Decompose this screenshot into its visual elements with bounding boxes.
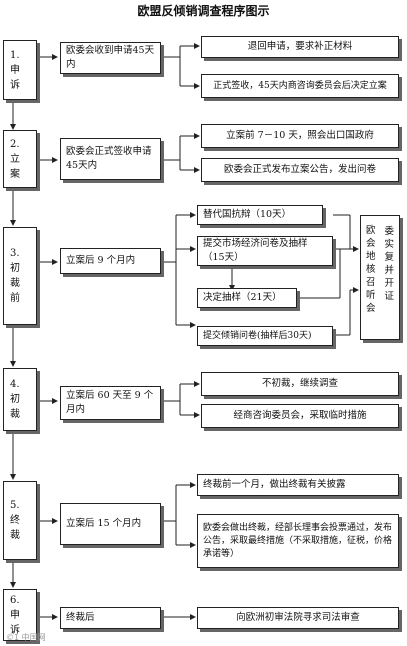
step-char: 案 [10,168,20,180]
outcome-final-disclosure: 终裁前一个月，做出终裁有关披露 [197,474,399,496]
outcome-text: 提交倾销问卷(抽样后30天) [203,331,312,341]
step-char: 初 [10,394,20,405]
step-2-filing: 2. 立 案 [3,130,37,188]
step-1-appeal: 1. 申 诉 [3,40,37,100]
step-char: 前 [10,293,20,304]
outcome-text: 退回申请，要求补正材料 [247,41,353,52]
side-char: 实 [384,239,394,250]
side-char: 会 [366,303,376,314]
side-char: 召 [366,277,376,288]
outcome-text: 立案前 7－10 天，照会出口国政府 [226,130,374,141]
watermark: ©1 中国网 [6,633,46,642]
side-box-column-2: 委 实 复 并 开 证 [384,224,394,331]
outcome-text: 终裁前一个月，做出终裁有关披露 [203,479,346,490]
step-char: 申 [10,64,20,76]
condition-text: 欧委会正式签收申请45天内 [66,146,152,171]
side-char: 核 [366,264,376,275]
step-number: 1. [10,49,20,61]
outcome-text: 提交市场经济问卷及抽样（15天） [203,238,308,263]
step-number: 3. [10,248,20,259]
step-char: 裁 [10,530,20,541]
step-char: 裁 [10,278,20,289]
side-char: 欧 [366,225,376,236]
condition-text: 立案后 9 个月内 [66,255,136,266]
condition-step-5: 立案后 15 个月内 [60,503,161,545]
condition-text: 立案后 15 个月内 [66,518,142,529]
outcome-publish-notice: 欧委会正式发布立案公告，发出问卷 [201,158,399,182]
side-box-onsite-verification-hearing: 欧 会 地 核 召 听 会 委 实 复 并 开 证 [360,215,400,340]
step-4-preliminary: 4. 初 裁 [3,368,37,431]
step-char: 立 [10,153,20,165]
outcome-surrogate-country: 替代国抗辩（10天） [197,205,323,225]
step-char: 诉 [10,79,20,91]
condition-text: 欧委会收到申请45天内 [66,45,155,70]
side-char: 地 [366,251,376,262]
outcome-text: 欧委会做出终裁，经部长理事会投票通过，发布公告，采取最终措施（不采取措施，征税，… [203,522,393,559]
outcome-market-economy-questionnaire: 提交市场经济问卷及抽样（15天） [197,236,333,266]
side-box-column-1: 欧 会 地 核 召 听 会 [366,224,376,331]
side-char: 会 [366,238,376,249]
outcome-text: 替代国抗辩（10天） [203,209,292,220]
outcome-decide-sampling: 决定抽样（21天） [197,288,297,308]
step-char: 裁 [10,409,20,420]
step-number: 6. [10,594,20,606]
side-char: 开 [384,278,394,289]
side-char: 委 [384,226,394,237]
outcome-text: 决定抽样（21天） [203,292,282,303]
condition-text: 终裁后 [66,612,95,623]
side-char: 听 [366,290,376,301]
condition-step-3: 立案后 9 个月内 [60,248,161,274]
step-char: 申 [10,609,20,621]
condition-step-1: 欧委会收到申请45天内 [60,42,161,74]
outcome-final-determination: 欧委会做出终裁，经部长理事会投票通过，发布公告，采取最终措施（不采取措施，征税，… [197,514,399,568]
outcome-formal-acceptance: 正式签收，45天内商咨询委员会后决定立案 [201,74,399,98]
outcome-text: 经商咨询委员会，采取临时措施 [233,410,367,421]
step-3-pre-preliminary: 3. 初 裁 前 [3,227,37,325]
step-char: 初 [10,263,20,274]
outcome-dumping-questionnaire: 提交倾销问卷(抽样后30天) [197,326,333,346]
outcome-text: 不初裁，继续调查 [261,378,338,389]
outcome-no-preliminary: 不初裁，继续调查 [201,372,399,396]
page-title: 欧盟反倾销调查程序图示 [137,4,270,18]
step-char: 诉 [10,624,20,636]
step-char: 终 [10,515,20,526]
condition-step-2: 欧委会正式签收申请45天内 [60,138,161,180]
outcome-judicial-review: 向欧洲初审法院寻求司法审查 [197,607,399,629]
step-number: 5. [10,500,20,511]
condition-step-4: 立案后 60 天至 9 个月内 [60,386,161,420]
outcome-text: 正式签收，45天内商咨询委员会后决定立案 [213,81,387,91]
outcome-notify-government: 立案前 7－10 天，照会出口国政府 [201,124,399,148]
step-5-final: 5. 终 裁 [3,481,37,560]
side-char: 复 [384,252,394,263]
step-6-appeal: 6. 申 诉 [3,589,37,641]
side-char: 并 [384,265,394,276]
outcome-text: 欧委会正式发布立案公告，发出问卷 [223,164,376,175]
condition-step-6: 终裁后 [60,607,161,629]
side-char: 证 [384,291,394,302]
outcome-text: 向欧洲初审法院寻求司法审查 [236,612,360,623]
outcome-return-application: 退回申请，要求补正材料 [201,36,399,58]
step-number: 4. [10,379,20,390]
step-number: 2. [10,138,20,150]
condition-text: 立案后 60 天至 9 个月内 [66,390,154,415]
outcome-provisional-measures: 经商咨询委员会，采取临时措施 [201,404,399,428]
